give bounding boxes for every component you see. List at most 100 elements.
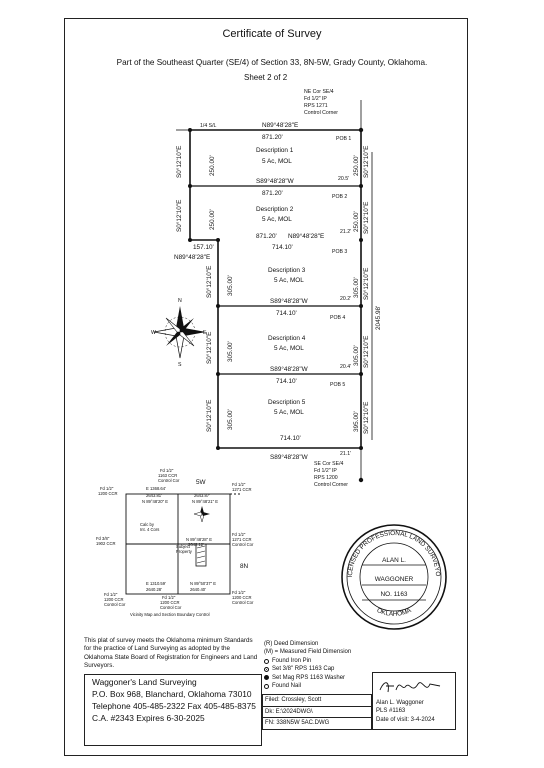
- standards-statement: This plat of survey meets the Oklahoma m…: [84, 637, 258, 670]
- vicinity-calc-2: Int. 4 Cors: [140, 527, 159, 532]
- company-name: Waggoner's Land Surveying: [92, 677, 197, 687]
- line-4-bearing: S89°48'28"W: [270, 297, 309, 305]
- corner-bl-2: 1200 CCR: [104, 597, 124, 602]
- desc-3-label: Description 3: [268, 267, 306, 274]
- compass-north: N: [178, 298, 182, 304]
- west-bearing-5: S0°12'10"E: [205, 400, 213, 432]
- vicinity-dim-8: E 1310.59': [146, 581, 166, 586]
- east-distance-2: 250.00': [353, 211, 360, 232]
- top-distance: 871.20': [262, 134, 283, 141]
- se-corner-label-4: Control Corner: [314, 482, 348, 488]
- filed-name: Filed: Crossley, Scott: [265, 697, 322, 703]
- corner-mr-2: 1271 CCR: [232, 537, 252, 542]
- line-5-bearing: S89°48'28"W: [270, 365, 309, 373]
- west-distance-4: 305.00': [227, 341, 234, 362]
- corner-tl-1: Fd 1/2": [100, 486, 114, 491]
- vicinity-dim-9: 2640.28': [146, 587, 162, 592]
- line-2-bearing: S89°48'28"W: [256, 177, 295, 185]
- east-bearing-4: S0°12'10"E: [362, 336, 370, 368]
- west-distance-2: 250.00': [209, 209, 216, 230]
- line-2-distance: 871.20': [262, 190, 283, 197]
- filed-divider-2: [262, 717, 372, 718]
- vicinity-dim-7: 2642.12': [188, 542, 204, 547]
- legend-deed-text: (R) Deed Dimension: [264, 641, 319, 647]
- corner-tc-1: Fd 1/2": [160, 468, 174, 473]
- offset-3: 20.2': [340, 296, 351, 302]
- line-3-dist-west: 871.20': [256, 233, 277, 240]
- filed-divider-1: [262, 706, 372, 707]
- signature-box: [372, 672, 456, 730]
- company-ca: C.A. #2343 Expires 6-30-2025: [92, 713, 205, 723]
- corner-tl-2: 1200 CCR: [98, 491, 118, 496]
- corner-markers: [188, 127, 364, 483]
- east-distance-4: 305.00': [353, 345, 360, 366]
- legend-deed: (R) Deed Dimension: [264, 640, 351, 648]
- vicinity-dim-11: 2640.40': [190, 587, 206, 592]
- west-distance-3: 305.00': [227, 275, 234, 296]
- west-distance-5: 305.00': [227, 409, 234, 430]
- west-bearing-1: S0°12'10"E: [175, 146, 183, 178]
- offset-2: 21.2': [340, 229, 351, 235]
- total-distance: 2045.98': [375, 306, 382, 330]
- vicinity-dim-5: N 89°48'21" E: [192, 499, 218, 504]
- desc-3-acres: 5 Ac, MOL: [274, 277, 304, 284]
- top-bearing: N89°48'28"E: [262, 121, 298, 129]
- compass-south: S: [178, 362, 182, 368]
- vicinity-title: Vicinity Map and Section Boundary Contro…: [130, 612, 210, 617]
- line-4-distance: 714.10': [276, 310, 297, 317]
- east-distance-5: 395.00': [353, 411, 360, 432]
- jog-bearing: N89°48'28"E: [174, 253, 210, 261]
- compass-west: W: [151, 330, 156, 336]
- visit-date: Date of visit: 3-4-2024: [376, 717, 435, 723]
- east-bearing-2: S0°12'10"E: [362, 202, 370, 234]
- corner-bc-3: Control Cor: [160, 605, 182, 610]
- corner-bl-3: Control Cor: [104, 602, 126, 607]
- vicinity-township: 8N: [240, 563, 249, 570]
- surveyor-pls: PLS #1163: [376, 708, 406, 714]
- vicinity-dim-10: N 89°50'37" E: [190, 581, 216, 586]
- legend-set-cap-text: Set 3/8" RPS 1163 Cap: [272, 666, 335, 673]
- corner-ml-2: 1902 CCR: [96, 541, 116, 546]
- legend: (R) Deed Dimension (M) = Measured Field …: [264, 640, 351, 690]
- ne-corner-label-2: Fd 1/2" IP: [304, 96, 327, 102]
- legend-found-pin-text: Found Iron Pin: [272, 657, 312, 664]
- legend-set-cap: Set 3/8" RPS 1163 Cap: [264, 665, 351, 673]
- seal-state-text: OKLAHOMA: [376, 607, 413, 618]
- line-5-distance: 714.10': [276, 378, 297, 385]
- compass-east: E: [203, 330, 207, 336]
- vicinity-subject-2: Property: [176, 549, 193, 554]
- pob-5: POB 5: [330, 382, 345, 388]
- desc-2-label: Description 2: [256, 206, 294, 213]
- line-3-distance: 714.10': [272, 244, 293, 251]
- seal-number: NO. 1163: [381, 591, 408, 598]
- legend-found-pin: Found Iron Pin: [264, 657, 351, 665]
- vicinity-dim-1: E 1368.64': [146, 486, 166, 491]
- east-bearing-1: S0°12'10"E: [362, 146, 370, 178]
- west-distance-1: 250.00': [209, 155, 216, 176]
- company-box: [84, 674, 262, 746]
- offset-4: 20.4': [340, 364, 351, 370]
- corner-mr-1: Fd 1/2": [232, 532, 246, 537]
- pob-3: POB 3: [332, 249, 347, 255]
- open-circle-icon: [264, 683, 269, 689]
- corner-tc-2: 1163 CCR: [158, 473, 177, 478]
- east-bearing-3: S0°12'10"E: [362, 268, 370, 300]
- offset-1: 20.5': [338, 176, 349, 182]
- survey-sheet: [64, 18, 468, 756]
- line-6-bearing: S89°48'28"W: [270, 453, 309, 461]
- offset-5: 21.1': [340, 451, 351, 457]
- corner-br-2: 1200 CCR: [232, 595, 252, 600]
- desc-4-label: Description 4: [268, 335, 306, 342]
- east-side-bearings: 250.00' S0°12'10"E 250.00' S0°12'10"E 30…: [353, 146, 382, 434]
- surveyor-name: Alan L. Waggoner: [376, 700, 424, 706]
- legend-found-nail: Found Nail: [264, 682, 351, 690]
- vicinity-calc-1: Calc by: [140, 522, 155, 527]
- legend-found-nail-text: Found Nail: [272, 683, 302, 690]
- filed-fn: FN: 338N5W 5AC.DWG: [265, 720, 330, 726]
- corner-tr-1: Fd 1/2": [232, 482, 246, 487]
- west-bearing-2: S0°12'10"E: [175, 200, 183, 232]
- ne-corner-label-3: RPS 1271: [304, 103, 328, 109]
- filed-dk: Dk: E:\2024DWG\: [265, 709, 313, 715]
- vicinity-subject-1: Subject: [176, 544, 191, 549]
- corner-bc-2: 1200 CCR: [160, 600, 180, 605]
